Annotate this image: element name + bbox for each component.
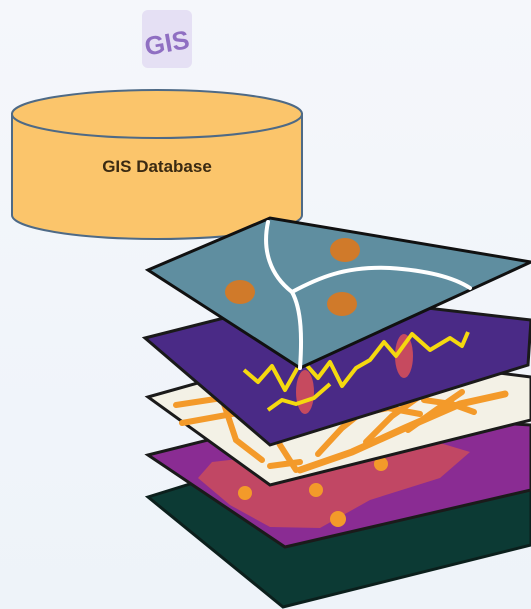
road — [296, 390, 509, 474]
layer-points — [144, 216, 531, 370]
road — [219, 395, 265, 463]
gis-database-cylinder: GIS Database — [11, 89, 303, 240]
logo-background — [142, 10, 192, 68]
orange-point-marker — [327, 292, 357, 316]
yellow-branch-line — [266, 382, 332, 412]
database-label: GIS Database — [102, 157, 212, 176]
road — [267, 459, 303, 469]
zone-dot — [374, 457, 388, 471]
database-top — [11, 89, 303, 139]
gis-logo: GIS — [142, 10, 192, 68]
red-region — [296, 370, 314, 414]
road — [405, 389, 465, 433]
white-road-line — [290, 265, 472, 294]
orange-point-marker — [330, 238, 360, 262]
zone-dot — [309, 483, 323, 497]
layer-lines — [141, 293, 531, 447]
zone-dot — [238, 486, 252, 500]
red-region — [395, 334, 413, 378]
road — [421, 397, 477, 415]
yellow-river-line — [242, 331, 470, 392]
orange-point-marker — [225, 280, 255, 304]
zone-dot — [330, 511, 346, 527]
